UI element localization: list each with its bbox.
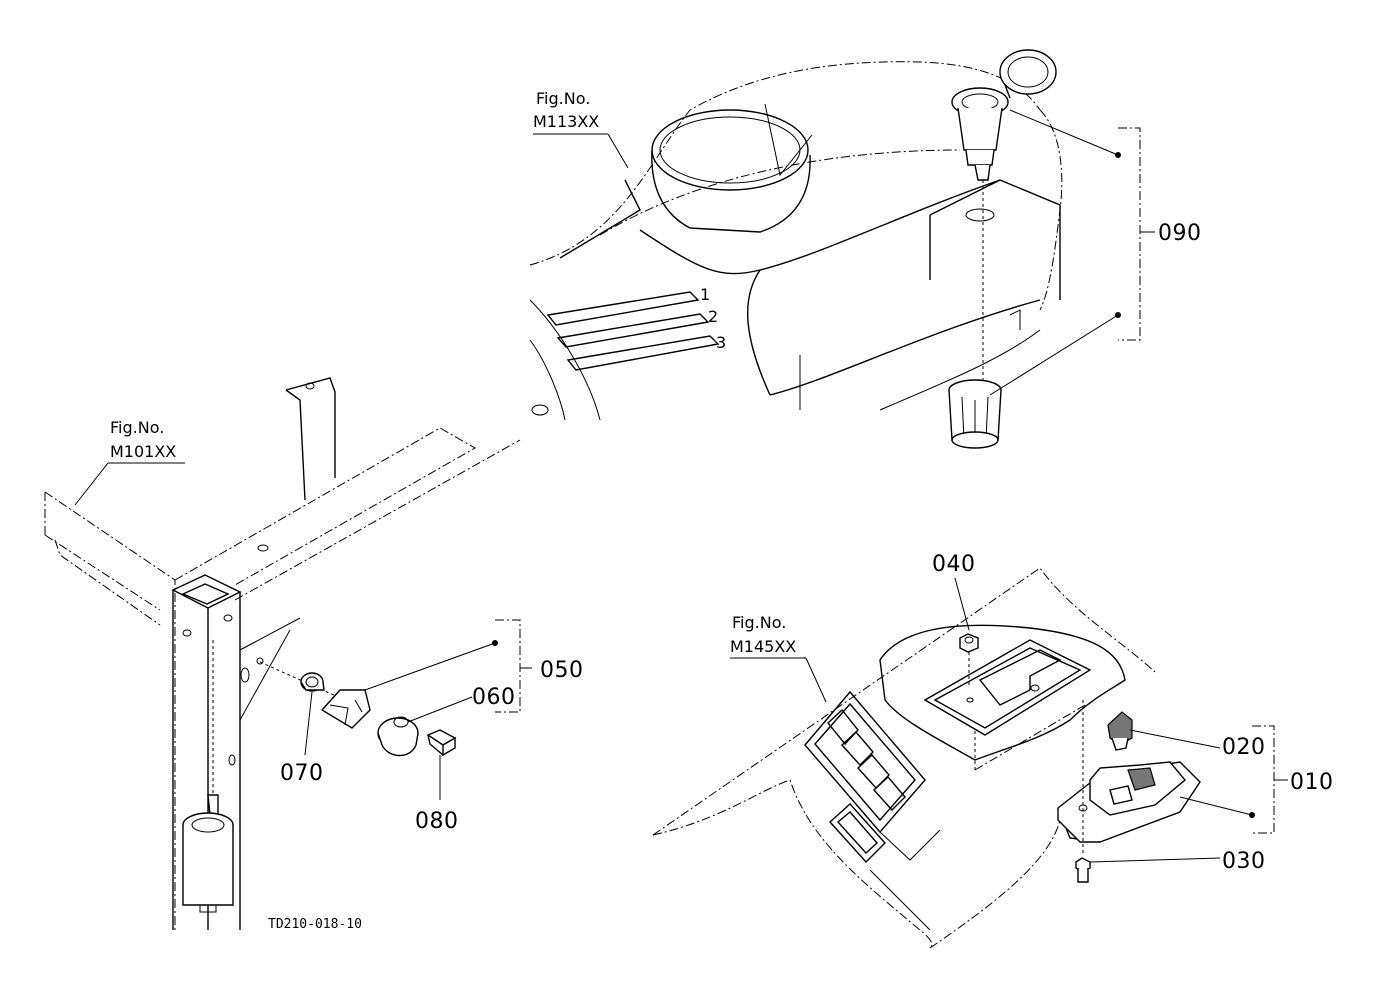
nut-040: [954, 577, 979, 688]
bracket-050: [495, 619, 521, 713]
callout-050: 050: [540, 658, 584, 683]
gauge-slots: [546, 291, 720, 371]
cup-holder: [559, 103, 813, 259]
fig-ref-number: M145XX: [730, 637, 796, 656]
callout-090: 090: [1158, 221, 1202, 246]
fig-ref-m145xx: Fig.No. M145XX: [730, 613, 827, 703]
bracket-090: [1118, 127, 1141, 341]
fig-ref-m113xx: Fig.No. M113XX: [533, 89, 629, 169]
callout-080: 080: [415, 809, 459, 834]
callout-060: 060: [472, 685, 516, 710]
callout-040: 040: [932, 552, 976, 577]
screw-080: [426, 729, 457, 757]
callout-070: 070: [280, 761, 324, 786]
fender-inner-curve: [599, 149, 961, 236]
lamp-switch-part-050: [256, 619, 532, 800]
right-assembly-dash-panel: [652, 567, 1288, 949]
fig-ref-number: M101XX: [110, 442, 176, 461]
switch-bank: [804, 690, 941, 931]
panel-outline-top: [652, 567, 1156, 836]
square-post: [171, 544, 301, 930]
cap-060: [377, 716, 419, 757]
fig-ref-label: Fig.No.: [110, 418, 164, 437]
fender-outline: [529, 61, 1041, 266]
power-socket-part-090: [951, 49, 1057, 382]
cylinder-part: [182, 640, 234, 913]
callout-010: 010: [1290, 770, 1334, 795]
switch-body: [320, 689, 371, 729]
fig-ref-label: Fig.No.: [732, 613, 786, 632]
frame-beam-top: [174, 427, 477, 586]
work-light-part-010: [1057, 700, 1201, 855]
console-body: [529, 179, 1061, 421]
fig-ref-number: M113XX: [533, 112, 599, 131]
bushing-070: [300, 672, 325, 692]
callout-020: 020: [1222, 735, 1266, 760]
panel-outline-bottom: [652, 779, 933, 949]
left-assembly-frame: [44, 377, 532, 930]
top-assembly-fender-socket: 1 2 3: [529, 49, 1155, 449]
fig-ref-m101xx: Fig.No. M101XX: [74, 418, 185, 506]
fender-outline-right: [1039, 109, 1063, 311]
fig-ref-label: Fig.No.: [536, 89, 590, 108]
drawing-number: TD210-018-10: [268, 917, 362, 932]
callout-030: 030: [1222, 849, 1266, 874]
bulb-020: [1107, 711, 1221, 751]
gauge-mark-2: 2: [708, 307, 718, 326]
screw-030: [1075, 857, 1221, 883]
gauge-mark-1: 1: [700, 285, 710, 304]
gauge-mark-3: 3: [716, 333, 726, 352]
socket-sleeve: [948, 379, 1002, 449]
